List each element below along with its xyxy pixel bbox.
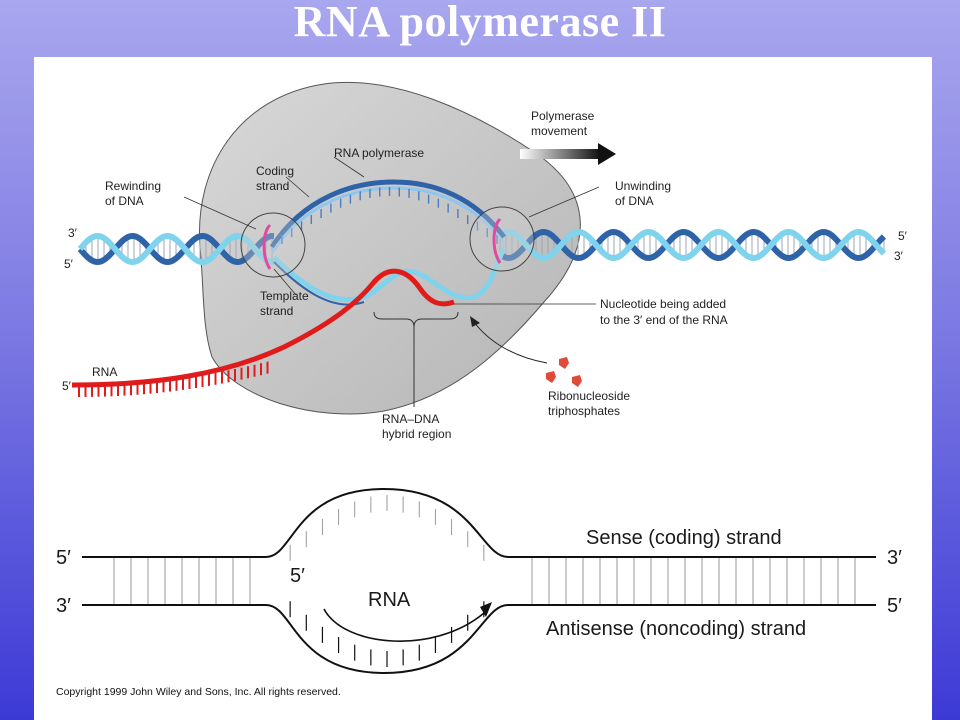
dna-strand [498, 229, 887, 262]
antisense-strand-label: Antisense (noncoding) strand [546, 618, 806, 640]
end-right-bottom: 3′ [894, 249, 904, 263]
rna-bases [78, 361, 269, 397]
bubble-top-bases [289, 495, 485, 561]
end-left-top: 3′ [68, 226, 78, 240]
label-ribo-1: Ribonucleoside [548, 389, 630, 403]
rotation-arrow-right [492, 217, 502, 264]
end-left-bottom: 5′ [64, 257, 74, 271]
ribonucleoside-triphosphates [546, 357, 582, 387]
label-rna: RNA [92, 365, 117, 379]
label-nucleotide-2: to the 3′ end of the RNA [600, 313, 728, 327]
base-pairs-right [531, 558, 856, 604]
label-rewinding-1: Rewinding [105, 179, 161, 193]
sense-strand-label: Sense (coding) strand [586, 527, 782, 549]
bottom-end-left-bottom: 3′ [56, 595, 71, 617]
polymerase-movement-arrow [520, 143, 616, 165]
copyright-text: Copyright 1999 John Wiley and Sons, Inc.… [56, 686, 341, 698]
base-pairs-left [113, 558, 251, 604]
bubble-bottom-bases [289, 601, 485, 667]
bubble-schematic [82, 487, 876, 675]
label-hybrid-2: hybrid region [382, 427, 451, 441]
label-rna-polymerase: RNA polymerase [334, 146, 424, 160]
coding-strand-bases [281, 187, 498, 244]
bubble-bottom-strand [265, 604, 509, 675]
unwinding-region [469, 206, 535, 272]
bubble-top-strand [265, 487, 509, 558]
label-unwinding-1: Unwinding [615, 179, 671, 193]
dna-strand [77, 233, 275, 265]
label-ribo-2: triphosphates [548, 404, 620, 418]
slide-title: RNA polymerase II [293, 0, 667, 46]
dna-helix-right [498, 228, 887, 262]
label-coding-2: strand [256, 179, 289, 193]
label-coding-1: Coding [256, 164, 294, 178]
leader-lines [183, 156, 600, 305]
label-movement-1: Polymerase [531, 109, 595, 123]
diagram-panel: RNA polymerase Coding strand Rewinding o… [34, 57, 932, 720]
transcription-bubble [269, 179, 507, 306]
dna-strand [498, 228, 887, 261]
template-strand [272, 246, 507, 303]
rna-start-5prime: 5′ [290, 565, 305, 587]
rotation-arrow-left [262, 223, 272, 270]
label-movement-2: movement [531, 124, 588, 138]
coding-strand [269, 179, 506, 249]
bottom-rna-label: RNA [368, 589, 411, 611]
incoming-nucleotide-arrow [473, 321, 548, 364]
label-template-2: strand [260, 304, 293, 318]
end-right-top: 5′ [898, 229, 908, 243]
label-nucleotide-1: Nucleotide being added [600, 297, 726, 311]
transcription-figure: RNA polymerase Coding strand Rewinding o… [56, 81, 908, 698]
label-unwinding-2: of DNA [615, 194, 654, 208]
label-rewinding-2: of DNA [105, 194, 144, 208]
bottom-end-right-bottom: 5′ [887, 595, 902, 617]
rewinding-region [240, 212, 306, 278]
end-rna-5prime: 5′ [62, 379, 72, 393]
label-template-1: Template [260, 289, 309, 303]
rna-arrow [323, 608, 485, 642]
rna-strand [71, 268, 455, 397]
bottom-end-right-top: 3′ [887, 547, 902, 569]
bottom-end-left-top: 5′ [56, 547, 71, 569]
label-hybrid-1: RNA–DNA [382, 412, 439, 426]
